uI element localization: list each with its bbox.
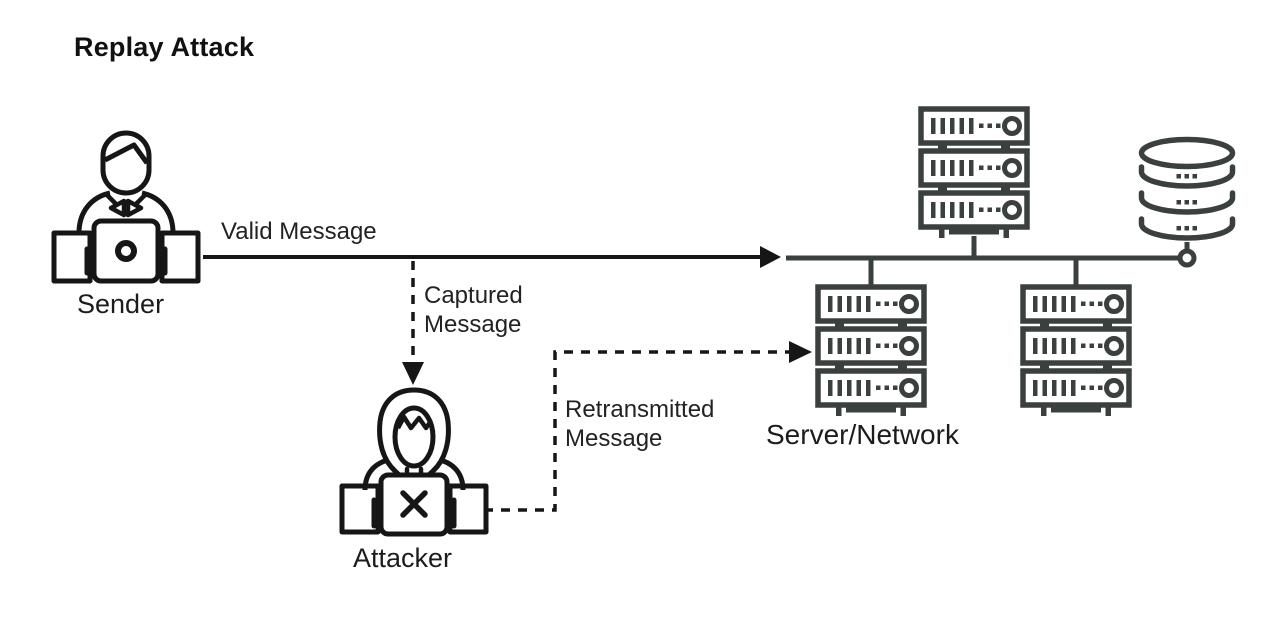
page-title: Replay Attack bbox=[74, 32, 255, 62]
shoulder-right bbox=[141, 190, 176, 234]
valid-message-label: Valid Message bbox=[221, 218, 377, 245]
server-rack-icon-top bbox=[921, 109, 1027, 238]
retransmitted-message-label: Retransmitted Message bbox=[565, 396, 715, 452]
desk-left bbox=[51, 230, 93, 284]
captured-message-arrow bbox=[402, 261, 424, 385]
hair bbox=[103, 142, 150, 165]
attacker-label: Attacker bbox=[353, 543, 453, 573]
face bbox=[392, 405, 436, 469]
server-network-label: Server/Network bbox=[766, 419, 959, 450]
desk-right bbox=[159, 230, 201, 284]
captured-message-label: Captured Message bbox=[424, 282, 523, 338]
server-rack-icon-left bbox=[818, 287, 924, 416]
database-icon bbox=[1142, 140, 1233, 238]
attacker-icon bbox=[339, 387, 489, 537]
valid-message-arrow bbox=[203, 246, 781, 268]
shoulder-left bbox=[76, 190, 111, 234]
sender-icon bbox=[51, 130, 201, 284]
arms bbox=[371, 497, 457, 529]
server-rack-icon-right bbox=[1023, 287, 1129, 416]
laptop-logo-ring bbox=[115, 240, 137, 262]
sender-label: Sender bbox=[77, 289, 165, 319]
network-junction-dot bbox=[1177, 248, 1197, 268]
x-mark-icon bbox=[400, 490, 428, 518]
network-bus-line bbox=[786, 236, 1190, 286]
retransmitted-message-arrow bbox=[484, 341, 812, 512]
bow-tie bbox=[108, 198, 144, 218]
arms bbox=[84, 246, 168, 276]
head bbox=[100, 130, 152, 196]
hair-fringe bbox=[396, 414, 433, 431]
